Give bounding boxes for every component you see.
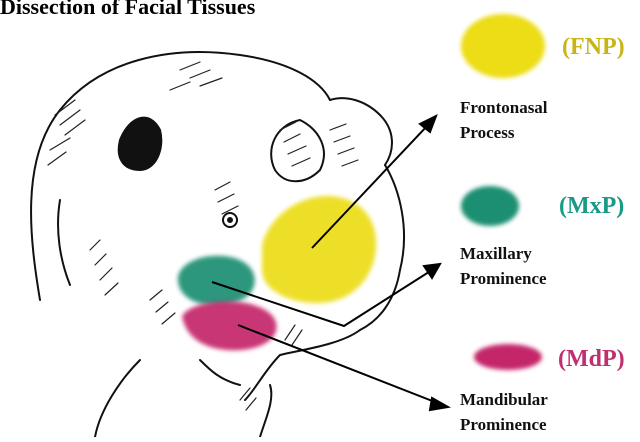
maxillary-label-line2: Prominence: [460, 266, 547, 291]
mxp-abbreviation: (MxP): [559, 193, 624, 220]
mandibular-label-line1: Mandibular: [460, 387, 548, 412]
mandibular-prominence-region: [182, 302, 277, 351]
maxillary-label-line1: Maxillary: [460, 241, 532, 266]
frontonasal-process-region: [262, 196, 376, 303]
mxp-swatch: [461, 186, 519, 226]
fnp-abbreviation: (FNP): [562, 34, 625, 61]
fnp-swatch: [461, 14, 545, 78]
mandibular-label-line2: Prominence: [460, 412, 547, 437]
mdp-swatch: [474, 344, 542, 370]
frontonasal-label-line1: Frontonasal: [460, 95, 548, 120]
eye-mark: [223, 213, 237, 227]
arrow-to-mandibular-label: [238, 325, 440, 404]
diagram-title: Dissection of Facial Tissues: [0, 0, 255, 20]
maxillary-prominence-region: [178, 256, 255, 305]
frontonasal-label-line2: Process: [460, 120, 514, 145]
mdp-abbreviation: (MdP): [558, 346, 625, 373]
